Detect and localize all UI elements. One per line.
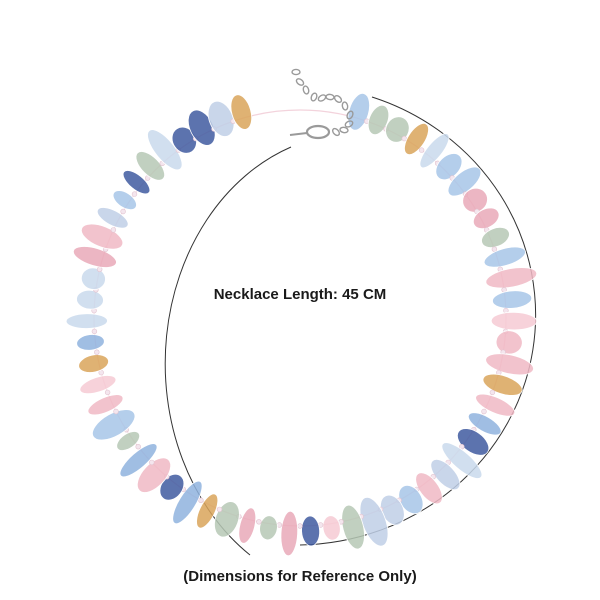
- dimensions-disclaimer: (Dimensions for Reference Only): [183, 568, 417, 585]
- gemstone-chip: [116, 431, 141, 451]
- gemstone-chip: [485, 267, 538, 289]
- gemstone-chip: [259, 515, 278, 541]
- pearl-spacer: [94, 349, 100, 355]
- gemstone-chip: [96, 207, 129, 229]
- gemstone-chip: [119, 443, 158, 478]
- gemstone-chip: [79, 375, 117, 395]
- gemstone-chip: [447, 166, 482, 197]
- extender-chain-link: [295, 78, 305, 86]
- gemstone-chip: [92, 409, 136, 441]
- pearl-spacer: [113, 408, 119, 415]
- gemstone-chip: [238, 507, 257, 544]
- gemstone-chip: [76, 334, 105, 351]
- extender-chain-link: [291, 68, 301, 76]
- extender-chain-link: [325, 93, 335, 101]
- gemstone-chip: [230, 94, 253, 130]
- gemstone-chip: [481, 227, 510, 248]
- pearl-spacer: [131, 191, 138, 197]
- extender-chain-link: [331, 127, 341, 137]
- pearl-spacer: [216, 506, 223, 513]
- extender-chain-link: [341, 101, 349, 111]
- pearl-spacer: [491, 246, 498, 252]
- extender-chain-link: [333, 94, 343, 104]
- gemstone-chip: [72, 246, 117, 268]
- gemstone-chip: [87, 394, 124, 416]
- gemstone-chip: [76, 289, 104, 310]
- gemstone-chip: [467, 412, 502, 436]
- gemstone-chip: [196, 493, 219, 529]
- pearl-spacer: [110, 227, 117, 233]
- pearl-spacer: [149, 459, 155, 466]
- pearl-spacer: [481, 408, 487, 415]
- pearl-spacer: [297, 523, 303, 529]
- gemstone-chip: [172, 480, 203, 525]
- gemstone-chip: [495, 330, 523, 355]
- gemstone-chip: [301, 515, 321, 547]
- gemstone-chip: [456, 428, 490, 456]
- gemstone-chip: [472, 207, 500, 230]
- gemstone-chip: [65, 313, 108, 329]
- pearl-spacer: [198, 497, 204, 503]
- gemstone-chip: [441, 442, 483, 479]
- gemstone-chip: [483, 246, 526, 268]
- pearl-spacer: [96, 266, 103, 272]
- gemstone-chip: [136, 457, 172, 493]
- extender-chain-link: [344, 120, 354, 128]
- gemstone-chip: [322, 515, 341, 541]
- pearl-spacer: [418, 147, 425, 153]
- necklace-length-label: Necklace Length: 45 CM: [213, 286, 387, 303]
- gemstone-chip: [367, 104, 390, 136]
- gemstone-chip: [475, 393, 516, 417]
- pearl-spacer: [120, 208, 126, 215]
- gemstone-chip: [415, 472, 443, 505]
- gemstone-chip: [78, 354, 109, 373]
- extender-chain-link: [346, 110, 354, 120]
- gemstone-chip: [492, 290, 533, 309]
- pearl-spacer: [256, 519, 262, 525]
- gemstone-chip: [490, 311, 538, 331]
- extender-chain-link: [339, 126, 349, 134]
- pearl-spacer: [91, 328, 98, 335]
- gemstone-chip: [404, 123, 429, 155]
- gemstone-chip: [385, 116, 410, 143]
- gemstone-chip: [80, 267, 106, 290]
- clasp-jump-ring: [289, 132, 308, 136]
- gemstone-chip: [341, 504, 365, 550]
- gemstone-chip: [112, 190, 137, 211]
- gemstone-chip: [80, 223, 124, 250]
- lobster-clasp: [305, 124, 331, 140]
- gemstone-chip: [147, 129, 183, 171]
- gemstone-chips: [65, 93, 538, 557]
- gemstone-chip: [485, 353, 534, 376]
- gemstone-chip: [430, 459, 461, 491]
- pearl-spacer: [104, 389, 111, 396]
- pearl-spacer: [489, 389, 496, 396]
- extender-chain-link: [317, 94, 327, 102]
- extender-chain-link: [302, 85, 310, 95]
- pearl-spacer: [135, 444, 141, 450]
- gemstone-chip: [280, 510, 299, 557]
- gemstone-chip: [435, 153, 463, 181]
- extender-chain-link: [310, 92, 318, 102]
- gemstone-chip: [122, 170, 151, 195]
- lobster-clasp-and-extender-chain: [289, 68, 354, 140]
- gemstone-chip: [419, 133, 450, 169]
- gemstone-chip: [135, 151, 165, 181]
